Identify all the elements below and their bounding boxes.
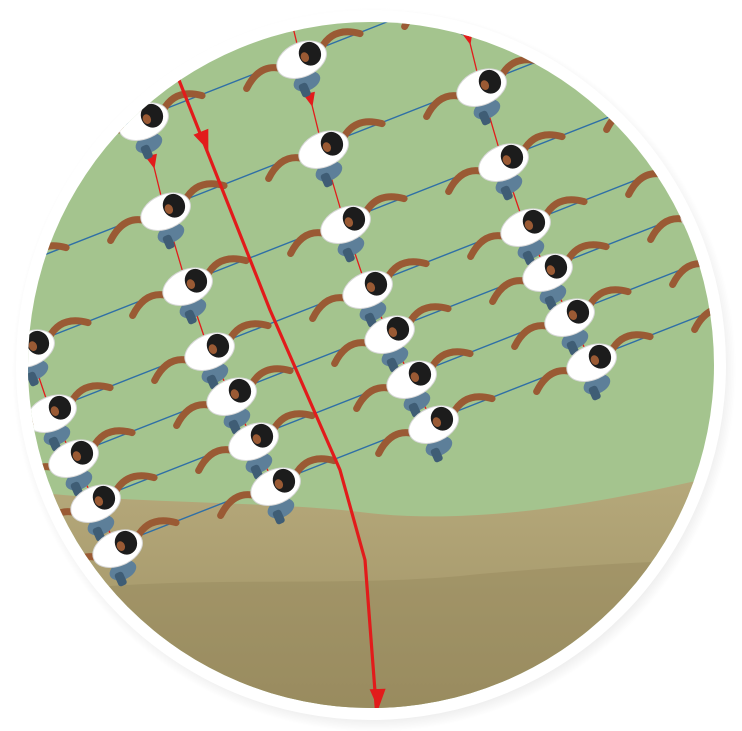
arrowhead-icon [123,63,135,79]
person-topdown-icon [581,22,665,64]
person-topdown-icon [353,348,474,418]
ray-segment [615,22,639,23]
person-topdown-icon [0,52,37,152]
person-topdown-icon [533,331,654,401]
person-topdown-icon [28,317,92,387]
arrowhead-icon [281,2,296,18]
person-topdown-icon [511,286,632,356]
arrowhead-icon [193,128,209,151]
main-ray [173,69,386,708]
person-topdown-icon [28,382,114,452]
ray-segment [277,22,301,57]
person-topdown-icon [173,365,294,435]
person-topdown-icon [59,517,180,587]
person-topdown-icon [129,255,250,325]
person-topdown-icon [331,303,452,373]
ray-segment [637,22,661,98]
ray-segment [659,96,683,163]
person-topdown-icon [287,193,408,263]
person-topdown-icon [691,305,714,334]
person-topdown-icon [217,455,338,525]
ray-segment [0,180,6,270]
person-topdown-icon [28,427,136,497]
person-topdown-icon [195,410,316,480]
person-topdown-icon [445,131,566,201]
ray-segment [726,252,742,297]
person-topdown-icon [309,258,430,328]
ray-segment [97,22,121,29]
arrowhead-icon [369,688,386,708]
person-topdown-icon [243,28,364,98]
person-topdown-icon [107,180,228,250]
person-topdown-icon [375,393,496,463]
arrowhead-icon [0,216,2,232]
main-ray-line [173,69,380,708]
person-topdown-icon [151,320,272,390]
person-topdown-icon [489,241,610,311]
person-topdown-icon [265,118,386,188]
person-topdown-icon [467,196,588,266]
